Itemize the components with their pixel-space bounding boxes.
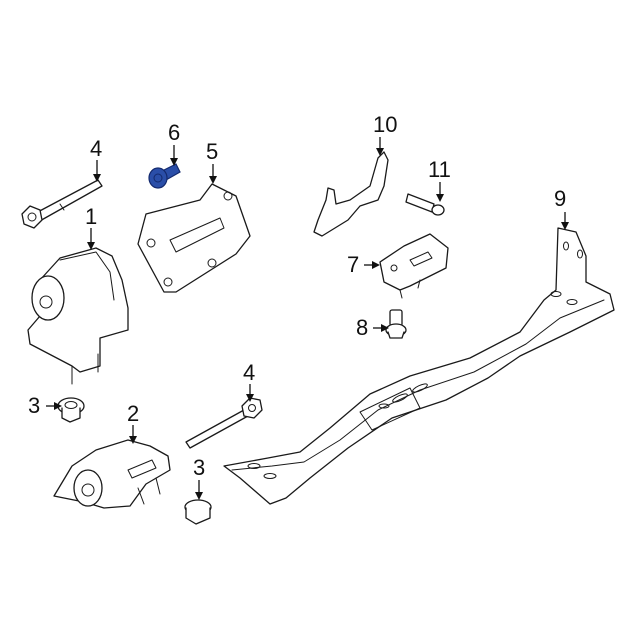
callout-5[interactable]: 5: [206, 139, 219, 164]
bracket-plate-5[interactable]: [137, 183, 251, 293]
stud-bolt-8[interactable]: [385, 309, 407, 339]
callout-4-upper[interactable]: 4: [90, 136, 103, 161]
callout-9[interactable]: 10: [373, 112, 398, 137]
nut-3-upper[interactable]: [57, 397, 85, 423]
bolt-4-upper[interactable]: [21, 179, 103, 229]
callout-4-lower[interactable]: 4: [243, 360, 256, 385]
callout-10[interactable]: 11: [428, 157, 451, 182]
callout-8[interactable]: 8: [356, 315, 369, 340]
callout-11[interactable]: 9: [554, 186, 567, 211]
nut-3-lower[interactable]: [184, 499, 212, 525]
engine-mount-1[interactable]: [27, 247, 129, 385]
bolt-4-lower[interactable]: [185, 397, 263, 449]
bolt-6-highlighted[interactable]: [148, 163, 181, 189]
crossmember-11[interactable]: [223, 227, 615, 505]
engine-mount-2[interactable]: [53, 439, 171, 509]
callout-arrows: [46, 137, 569, 500]
support-bracket-9[interactable]: [313, 151, 389, 237]
callout-2[interactable]: 2: [127, 401, 140, 426]
callout-6[interactable]: 6: [168, 120, 181, 145]
stud-10[interactable]: [405, 193, 445, 216]
callout-3-lower[interactable]: 3: [193, 455, 206, 480]
callout-7[interactable]: 7: [347, 252, 360, 277]
callout-1[interactable]: 1: [85, 204, 98, 229]
callout-3-upper[interactable]: 3: [28, 393, 41, 418]
transmission-mount-7[interactable]: [379, 233, 449, 299]
